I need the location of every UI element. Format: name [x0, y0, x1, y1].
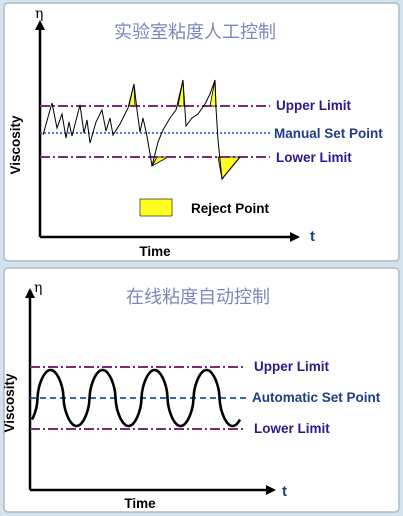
auto-panel-frame	[3, 267, 400, 513]
auto-y-label: Viscosity	[2, 373, 17, 433]
manual-control-panel: 实验室粘度人工控制 η Viscosity Time t Upper Limit…	[3, 2, 400, 262]
reject-regions	[128, 79, 241, 180]
auto-y-symbol: η	[34, 280, 42, 296]
manual-set-point-label: Manual Set Point	[274, 126, 383, 141]
manual-panel-title: 实验室粘度人工控制	[114, 22, 276, 43]
manual-y-label: Viscosity	[8, 115, 23, 175]
auto-viscosity-trace	[30, 368, 242, 428]
auto-x-label: Time	[124, 496, 156, 511]
manual-upper-limit-label: Upper Limit	[276, 98, 352, 113]
manual-lower-limit-label: Lower Limit	[276, 150, 352, 165]
auto-upper-limit-label: Upper Limit	[254, 359, 330, 374]
reject-point-legend-label: Reject Point	[191, 201, 270, 216]
automatic-control-panel: 在线粘度自动控制 η Viscosity Time t Upper Limit …	[2, 267, 400, 513]
reject-point-swatch	[139, 198, 173, 217]
auto-set-point-label: Automatic Set Point	[252, 390, 381, 405]
manual-x-label: Time	[139, 244, 171, 259]
auto-lower-limit-label: Lower Limit	[254, 421, 330, 436]
manual-y-symbol: η	[35, 6, 43, 22]
manual-x-symbol: t	[310, 228, 315, 245]
auto-panel-title: 在线粘度自动控制	[126, 287, 270, 308]
manual-viscosity-trace	[42, 79, 241, 181]
auto-x-symbol: t	[282, 483, 287, 500]
manual-panel-frame	[3, 2, 400, 262]
